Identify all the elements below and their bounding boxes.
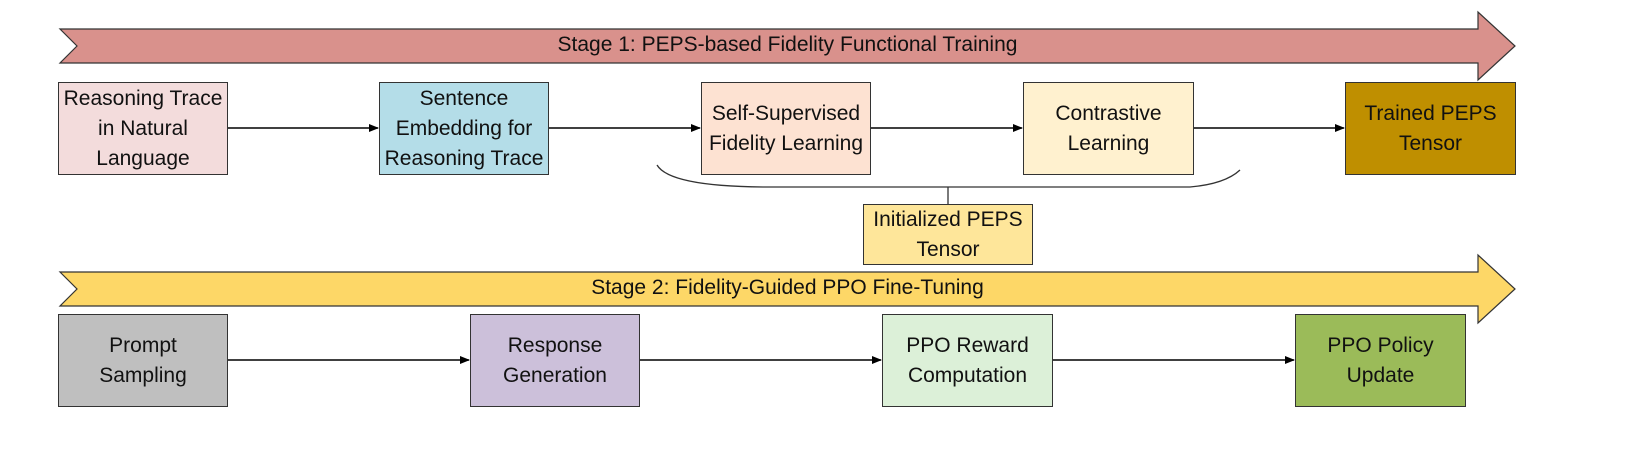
node-ppo-reward-label: PPO Reward Computation [906,333,1029,387]
node-reasoning-trace: Reasoning Trace in Natural Language [58,82,228,175]
node-trained-peps-label: Trained PEPS Tensor [1364,101,1497,155]
grouping-brace [656,164,1241,188]
node-self-supervised-fidelity: Self-Supervised Fidelity Learning [701,82,871,175]
node-self-supervised-label: Self-Supervised Fidelity Learning [708,101,864,155]
node-initialized-peps-tensor: Initialized PEPS Tensor [863,204,1033,265]
node-response-generation: Response Generation [470,314,640,407]
stage2-title: Stage 2: Fidelity-Guided PPO Fine-Tuning [591,276,984,299]
node-contrastive-learning: Contrastive Learning [1023,82,1194,175]
node-trained-peps-tensor: Trained PEPS Tensor [1345,82,1516,175]
stage1-title: Stage 1: PEPS-based Fidelity Functional … [557,33,1018,56]
node-prompt-sampling: Prompt Sampling [58,314,228,407]
node-initialized-peps-label: Initialized PEPS Tensor [873,207,1023,261]
node-sentence-embedding: Sentence Embedding for Reasoning Trace [379,82,549,175]
node-prompt-sampling-label: Prompt Sampling [99,333,187,387]
node-ppo-policy-label: PPO Policy Update [1327,333,1434,387]
node-ppo-policy-update: PPO Policy Update [1295,314,1466,407]
node-reasoning-trace-label: Reasoning Trace in Natural Language [63,86,223,170]
node-ppo-reward-computation: PPO Reward Computation [882,314,1053,407]
stage2-banner-arrow [58,253,1516,325]
node-sentence-embedding-label: Sentence Embedding for Reasoning Trace [384,86,544,170]
node-response-generation-label: Response Generation [503,333,607,387]
stage1-banner-arrow [58,10,1516,82]
node-contrastive-label: Contrastive Learning [1055,101,1162,155]
